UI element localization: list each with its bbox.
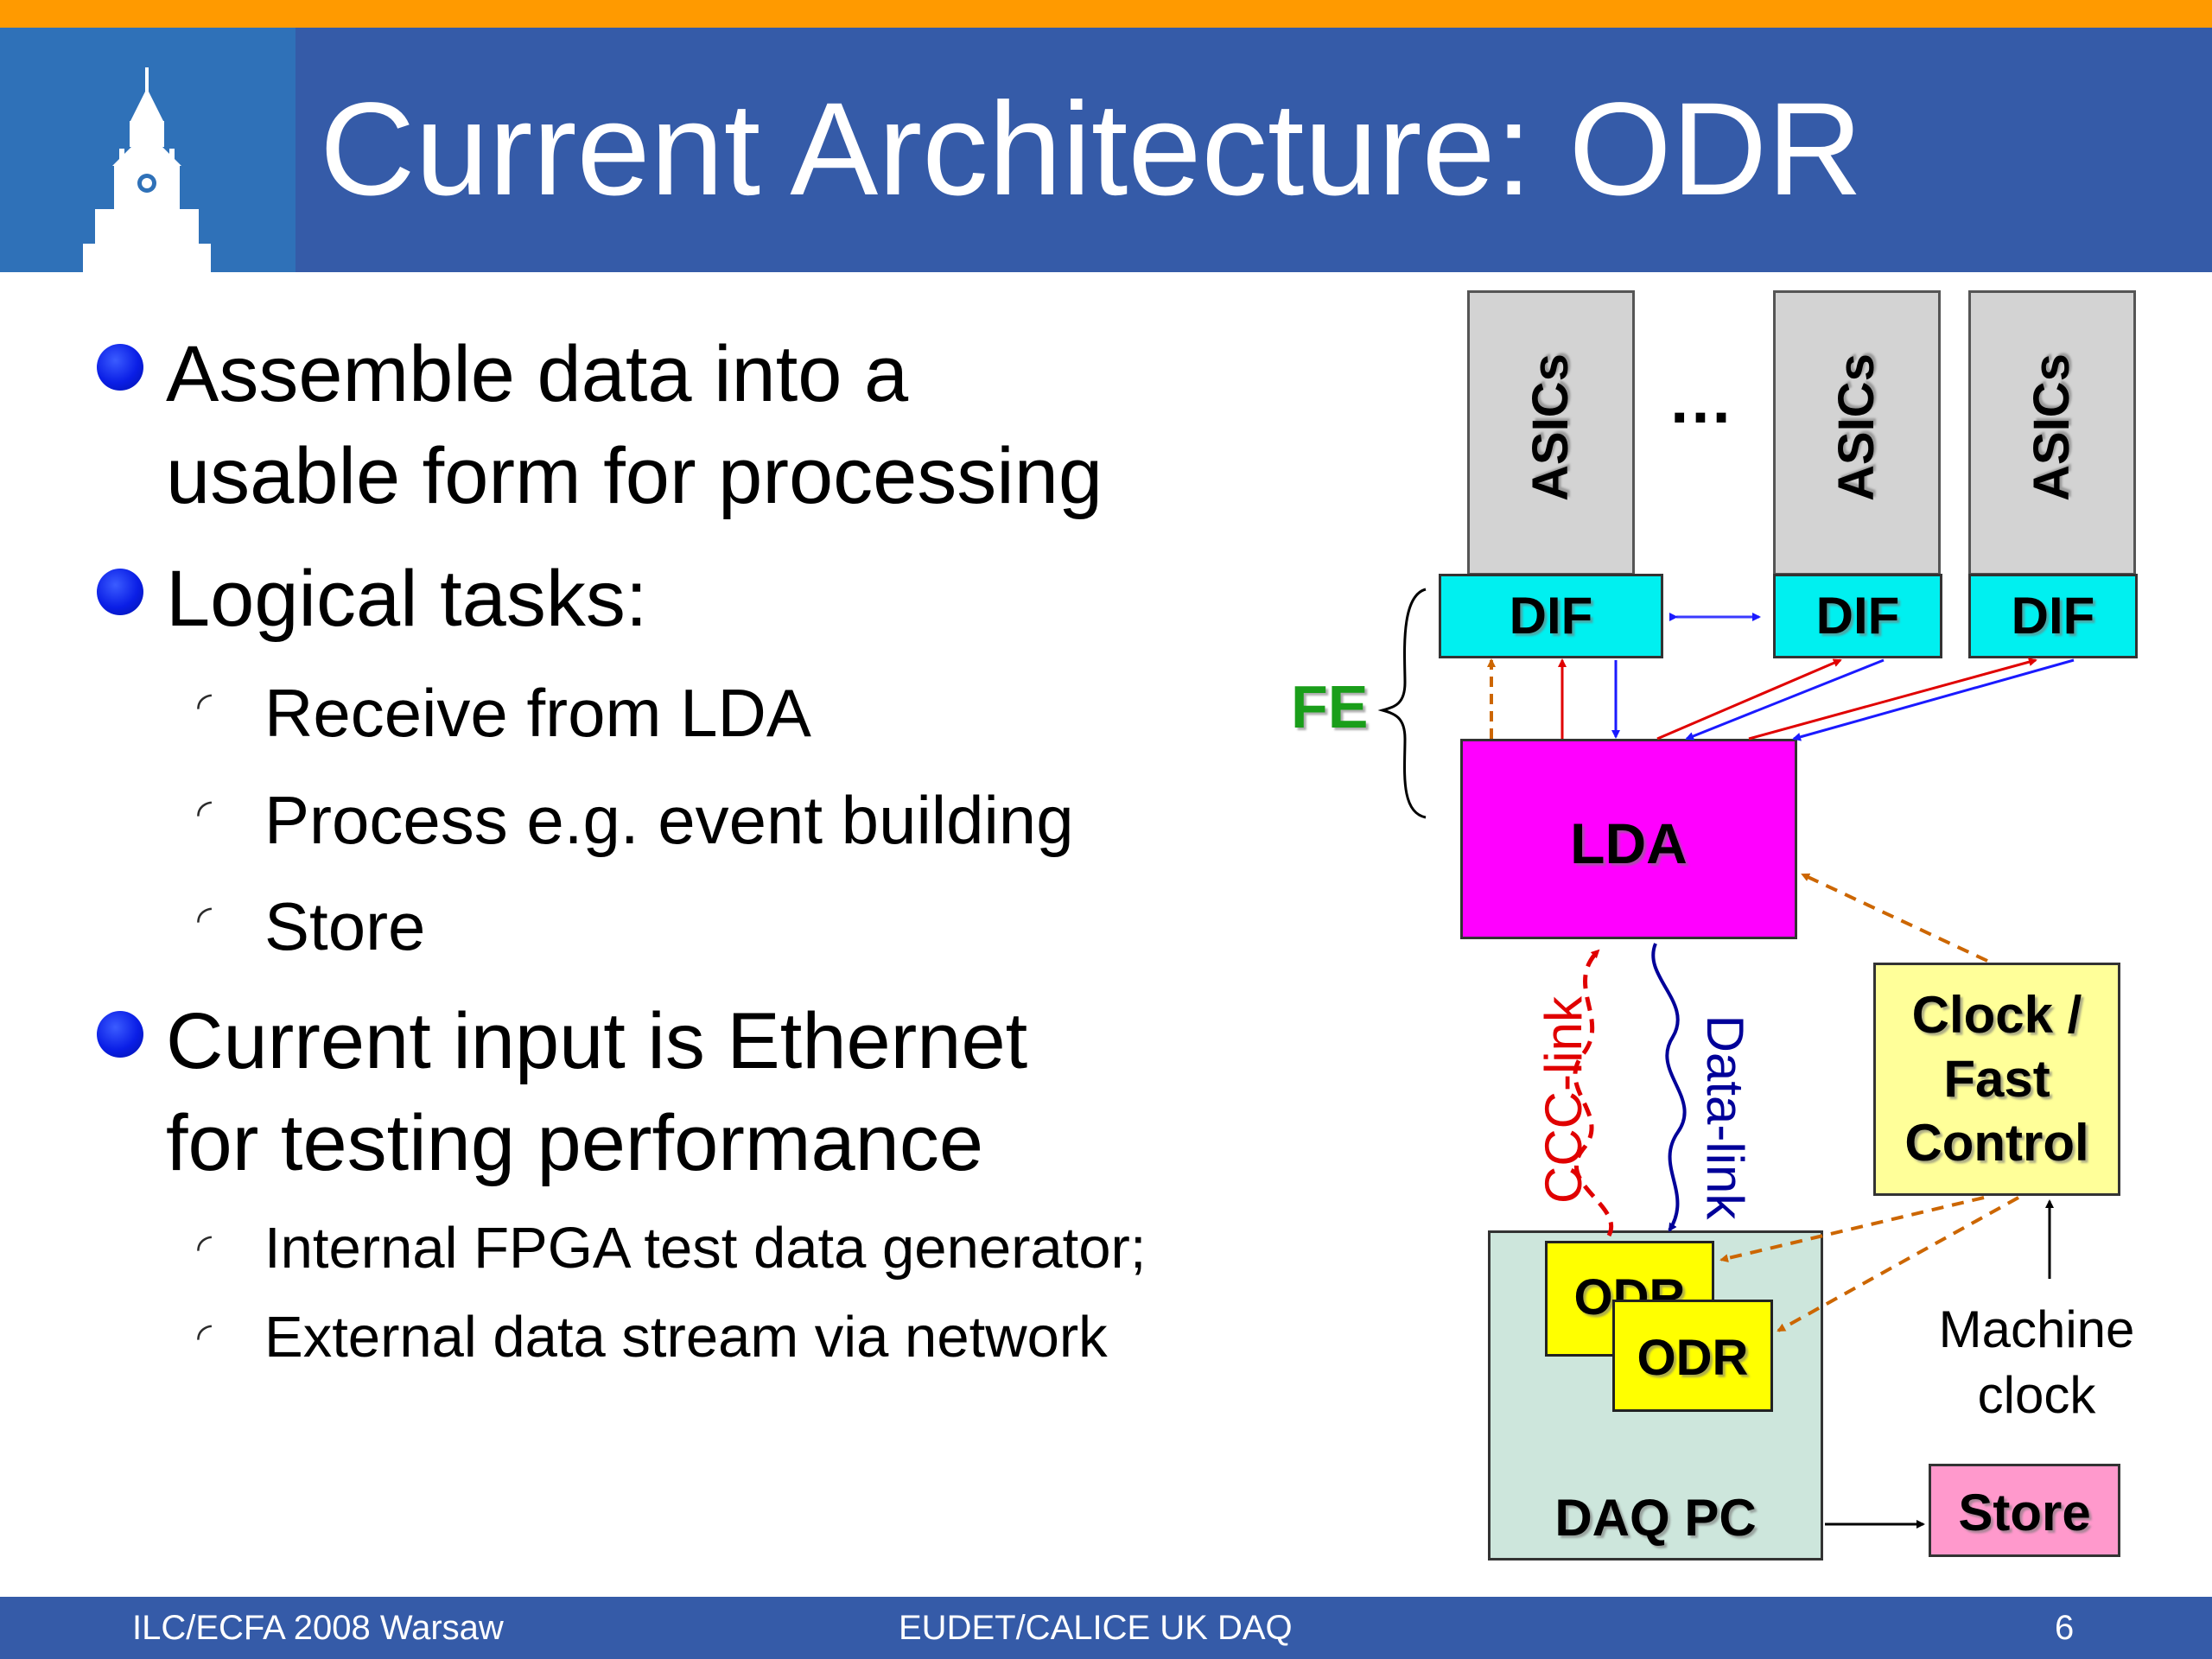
asics-box-3 [1968,290,2136,575]
sub-bullet-icon: ◜ [197,685,213,728]
dif-box-1 [1439,574,1663,658]
store-box [1929,1464,2120,1557]
asics-ellipsis: … [1668,364,1733,437]
sub-bullet-process: Process e.g. event building [264,782,1074,858]
bullet-1-line-1: Assemble data into a [166,330,909,418]
lda-label: LDA [1570,811,1688,875]
footer-center: EUDET/CALICE UK DAQ [899,1609,1293,1647]
lda-box [1460,739,1797,939]
machine-clock-line-2: clock [1977,1366,2096,1424]
sub-bullet-icon: ◜ [197,1316,213,1358]
dif-label-2: DIF [1815,587,1900,645]
sub-bullet-icon: ◜ [197,899,213,941]
store-label: Store [1958,1484,2091,1541]
odr-label-front: ODR [1637,1330,1749,1386]
daq-pc-label: DAQ PC [1554,1489,1757,1547]
footer-bar [0,1597,2212,1659]
sub-bullet-icon: ◜ [197,792,213,835]
asics-box-1 [1467,290,1635,575]
clock-label-line-1: Clock / [1911,986,2082,1044]
odr-box-front [1612,1300,1773,1412]
bullet-icon [97,569,143,615]
bullet-2-line-1: Logical tasks: [166,555,648,643]
dif-box-2 [1773,574,1942,658]
clock-label-line-2: Fast [1943,1050,2050,1108]
slide-title: Current Architecture: ODR [320,75,1863,223]
sub-bullet-receive: Receive from LDA [264,675,811,751]
sub-bullet-network: External data stream via network [264,1305,1108,1370]
top-stripe [0,0,2212,28]
bullet-icon [97,344,143,391]
slide-number: 6 [2055,1609,2075,1647]
sub-bullet-icon: ◜ [197,1227,213,1269]
sub-bullet-store: Store [264,888,426,964]
university-logo [0,28,296,272]
bullet-3-line-2: for testing performance [166,1099,984,1187]
bullet-3-line-1: Current input is Ethernet [166,997,1028,1085]
sub-bullet-fpga: Internal FPGA test data generator; [264,1216,1147,1281]
bullet-icon [97,1011,143,1058]
dif-label-3: DIF [2011,587,2095,645]
fe-label: FE [1291,673,1369,741]
machine-clock-line-1: Machine [1938,1300,2135,1358]
clock-label-line-3: Control [1904,1114,2089,1172]
title-bar [0,28,2212,272]
asics-box-2 [1773,290,1941,575]
bullet-1-line-2: usable form for processing [166,432,1103,520]
dif-box-3 [1968,574,2138,658]
dif-label-1: DIF [1509,587,1593,645]
clock-fast-control-box [1873,963,2120,1196]
footer-left: ILC/ECFA 2008 Warsaw [132,1609,504,1647]
